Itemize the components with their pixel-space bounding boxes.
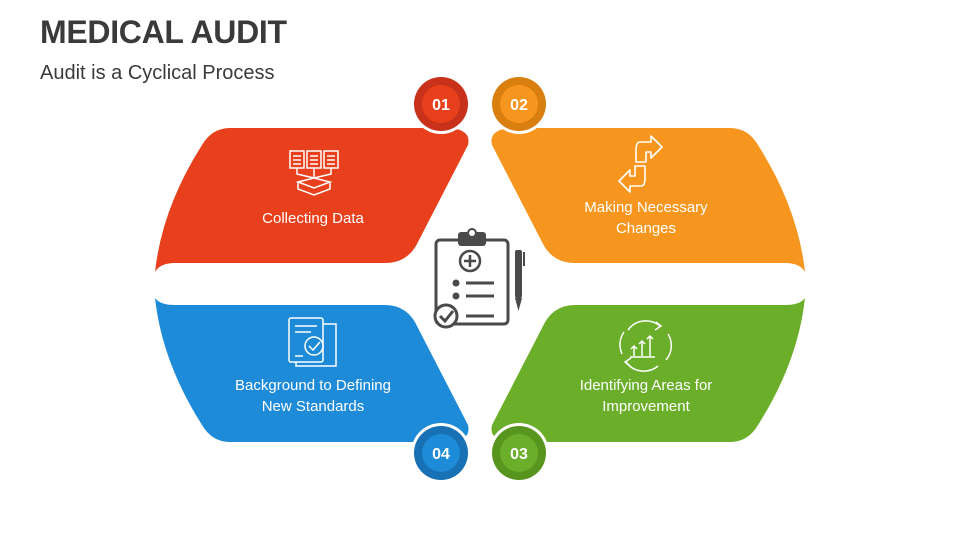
step-4-label-line1: Background to Defining bbox=[235, 377, 391, 394]
step-2-number: 02 bbox=[510, 97, 528, 114]
step-3-number: 03 bbox=[510, 446, 528, 463]
step-1-panel: Collecting Data bbox=[155, 128, 469, 272]
step-4-number: 04 bbox=[432, 446, 450, 463]
step-1-number: 01 bbox=[432, 97, 450, 114]
step-3-panel: Identifying Areas for Improvement bbox=[491, 298, 805, 442]
step-4-panel: Background to Defining New Standards bbox=[155, 298, 469, 442]
step-3-label-line2: Improvement bbox=[602, 398, 690, 415]
step-4-label-line2: New Standards bbox=[262, 398, 365, 415]
data-collection-icon bbox=[289, 150, 339, 196]
clipboard-checklist-icon bbox=[433, 228, 525, 329]
step-2-panel: Making Necessary Changes bbox=[491, 128, 805, 272]
step-1-badge: 01 bbox=[411, 74, 471, 134]
page-title: MEDICAL AUDIT bbox=[40, 14, 287, 50]
checked-document-icon bbox=[288, 317, 337, 367]
step-2-label-line2: Changes bbox=[616, 220, 676, 237]
step-4-badge: 04 bbox=[411, 423, 471, 483]
step-3-badge: 03 bbox=[489, 423, 549, 483]
step-1-label: Collecting Data bbox=[262, 210, 364, 227]
step-3-label-line1: Identifying Areas for bbox=[580, 377, 713, 394]
step-2-label-line1: Making Necessary bbox=[584, 199, 708, 216]
page-subtitle: Audit is a Cyclical Process bbox=[40, 62, 275, 84]
growth-cycle-icon bbox=[619, 320, 673, 372]
change-arrows-icon bbox=[618, 135, 663, 193]
step-2-badge: 02 bbox=[489, 74, 549, 134]
